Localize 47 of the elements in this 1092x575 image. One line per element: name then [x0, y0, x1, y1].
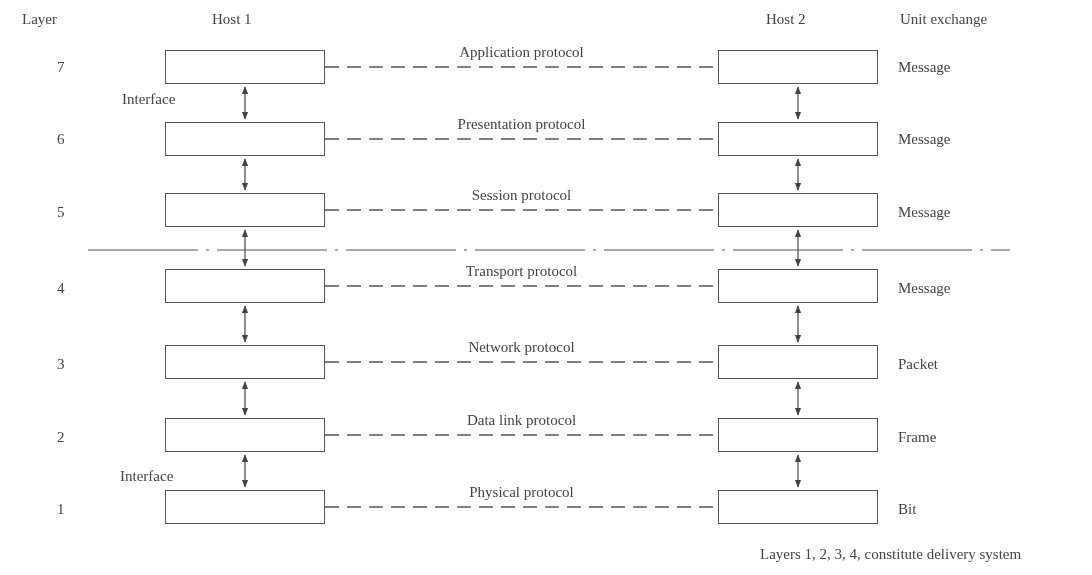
layer-box	[718, 50, 878, 84]
layer-box	[165, 269, 325, 303]
double-arrow	[241, 229, 249, 267]
layer-box	[165, 50, 325, 84]
layer-box	[718, 269, 878, 303]
row-label: Packet	[898, 355, 938, 373]
row-label: Message	[898, 203, 951, 221]
double-arrow	[794, 454, 802, 488]
row-label: Frame	[898, 428, 937, 446]
layer-box	[718, 193, 878, 227]
row-label: 2	[57, 428, 65, 446]
double-arrow	[241, 305, 249, 343]
double-arrow	[241, 158, 249, 191]
double-arrow	[241, 381, 249, 416]
column-heading: Host 2	[766, 10, 806, 28]
row-label: Interface	[122, 90, 176, 108]
row-label: 7	[57, 58, 65, 76]
double-arrow	[241, 454, 249, 488]
row-label: Message	[898, 58, 951, 76]
row-label: Interface	[120, 467, 174, 485]
double-arrow	[794, 229, 802, 267]
layer-box	[718, 418, 878, 452]
layer-box	[165, 418, 325, 452]
row-label: 1	[57, 500, 65, 518]
double-arrow	[794, 86, 802, 120]
layer-box	[718, 345, 878, 379]
double-arrow	[794, 305, 802, 343]
row-label: Message	[898, 130, 951, 148]
double-arrow	[794, 381, 802, 416]
row-label: 3	[57, 355, 65, 373]
layer-box	[165, 122, 325, 156]
layer-box	[165, 193, 325, 227]
column-heading: Unit exchange	[900, 10, 988, 28]
footnote: Layers 1, 2, 3, 4, constitute delivery system	[760, 545, 1022, 563]
column-heading: Host 1	[212, 10, 252, 28]
layer-box	[165, 490, 325, 524]
row-label: 6	[57, 130, 65, 148]
row-label: Bit	[898, 500, 917, 518]
column-heading: Layer	[22, 10, 57, 28]
layer-box	[718, 490, 878, 524]
layer-box	[165, 345, 325, 379]
row-label: 4	[57, 279, 65, 297]
layer-box	[718, 122, 878, 156]
double-arrow	[794, 158, 802, 191]
double-arrow	[241, 86, 249, 120]
row-label: Message	[898, 279, 951, 297]
row-label: 5	[57, 203, 65, 221]
